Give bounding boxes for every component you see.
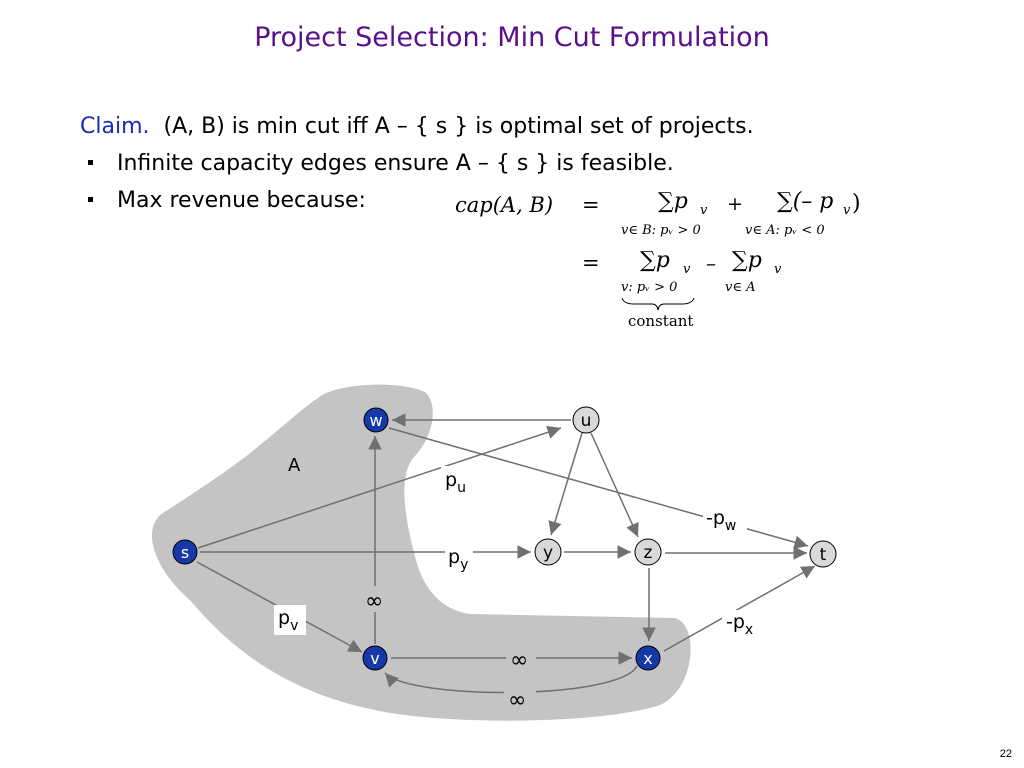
edge-label-px-main: -p: [726, 611, 745, 633]
edge-label-pw: -pw: [706, 507, 736, 534]
node-z: z: [634, 538, 662, 566]
label-bg-inf-vw: [362, 586, 388, 612]
bullet-marker: [88, 159, 93, 165]
edge-x-t: [663, 565, 816, 652]
edge-label-pv-main: p: [278, 607, 290, 629]
node-u-circle: [572, 406, 600, 434]
node-w-label: w: [369, 411, 382, 430]
formula-term-2: ∑(– p: [777, 189, 834, 214]
formula-term-1: ∑p: [658, 189, 688, 214]
bullet-feasible: Infinite capacity edges ensure A – { s }…: [88, 151, 674, 176]
edge-label-py: py: [448, 546, 468, 573]
edge-u-y: [548, 432, 583, 536]
formula-term-4: ∑p: [732, 248, 762, 273]
node-v-circle: [362, 645, 388, 671]
formula-term-4-index: v∈ A: [725, 280, 756, 295]
node-y: y: [534, 538, 562, 566]
edge-label-inf-vw: ∞: [365, 589, 383, 614]
node-z-circle: [634, 538, 662, 566]
node-t-label: t: [820, 545, 827, 565]
edge-label-pv: pv: [278, 607, 298, 634]
node-x-label: x: [643, 649, 652, 668]
brace-label: constant: [628, 312, 694, 330]
node-t-circle: [809, 540, 837, 568]
formula-term-3-sub: v: [683, 262, 691, 277]
formula-term-1-sub: v: [700, 203, 708, 218]
formula-equals-1: =: [582, 193, 600, 217]
claim-statement: Claim. (A, B) is min cut iff A – { s } is…: [80, 114, 754, 139]
cut-region-a: [151, 384, 691, 721]
node-w-circle: [363, 407, 389, 433]
formula-equals-2: =: [582, 251, 600, 275]
edge-label-pu: pu: [445, 469, 466, 496]
formula-plus: +: [727, 193, 743, 215]
edge-label-pu-sub: u: [457, 480, 466, 496]
formula-term-3: ∑p: [640, 248, 670, 273]
label-bg-px: [722, 610, 762, 638]
node-v-label: v: [370, 649, 379, 668]
claim-label: Claim.: [80, 114, 150, 139]
node-x-circle: [635, 645, 661, 671]
node-y-circle: [534, 538, 562, 566]
formula-term-2-close: ): [852, 191, 861, 216]
edge-label-pv-sub: v: [290, 618, 298, 634]
slide-title: Project Selection: Min Cut Formulation: [254, 22, 770, 53]
bullet-max-revenue: Max revenue because:: [88, 188, 366, 213]
node-y-label: y: [543, 543, 553, 563]
edge-s-u: [197, 425, 562, 549]
node-w: w: [363, 407, 389, 433]
edge-label-pu-main: p: [445, 469, 457, 491]
label-bg-inf-xv: [504, 688, 536, 710]
formula-term-3-index: v: pᵥ > 0: [621, 280, 678, 295]
edge-label-inf-vx: ∞: [510, 648, 528, 673]
label-bg-inf-vx: [506, 648, 536, 670]
node-s-label: s: [181, 543, 189, 562]
node-s-circle: [172, 539, 198, 565]
node-u: u: [572, 406, 600, 434]
formula-term-1-index: v∈ B: pᵥ > 0: [621, 223, 701, 238]
node-u-label: u: [581, 411, 592, 431]
edge-label-px-sub: x: [745, 622, 753, 638]
bullet-marker: [88, 196, 93, 202]
bullet-text: Infinite capacity edges ensure A – { s }…: [117, 151, 674, 176]
page-number: 22: [999, 748, 1012, 760]
label-bg-py: [445, 543, 473, 577]
node-v: v: [362, 645, 388, 671]
formula-term-2-sub: v: [843, 203, 851, 218]
region-label: A: [288, 455, 301, 476]
node-z-label: z: [644, 543, 653, 563]
formula-term-4-sub: v: [774, 262, 782, 277]
label-bg-pu: [441, 466, 471, 496]
edge-label-px: -px: [726, 611, 753, 638]
formula-minus: –: [706, 251, 716, 275]
edge-label-py-sub: y: [460, 557, 468, 573]
formula-lhs: cap(A, B): [455, 193, 554, 217]
claim-text: (A, B) is min cut iff A – { s } is optim…: [163, 114, 754, 139]
bullet-text: Max revenue because:: [117, 188, 366, 213]
node-x: x: [635, 645, 661, 671]
label-bg-pv: [274, 605, 306, 635]
label-bg-pw: [703, 505, 747, 535]
node-s: s: [172, 539, 198, 565]
edge-label-inf-xv: ∞: [508, 688, 526, 713]
underbrace-path: [621, 297, 695, 311]
edge-label-pw-main: -p: [706, 507, 725, 529]
edge-label-pw-sub: w: [725, 518, 736, 534]
formula-term-2-index: v∈ A: pᵥ < 0: [745, 223, 825, 238]
edge-u-z: [590, 432, 639, 538]
edge-label-py-main: p: [448, 546, 460, 568]
node-t: t: [809, 540, 837, 568]
underbrace: [621, 297, 695, 311]
